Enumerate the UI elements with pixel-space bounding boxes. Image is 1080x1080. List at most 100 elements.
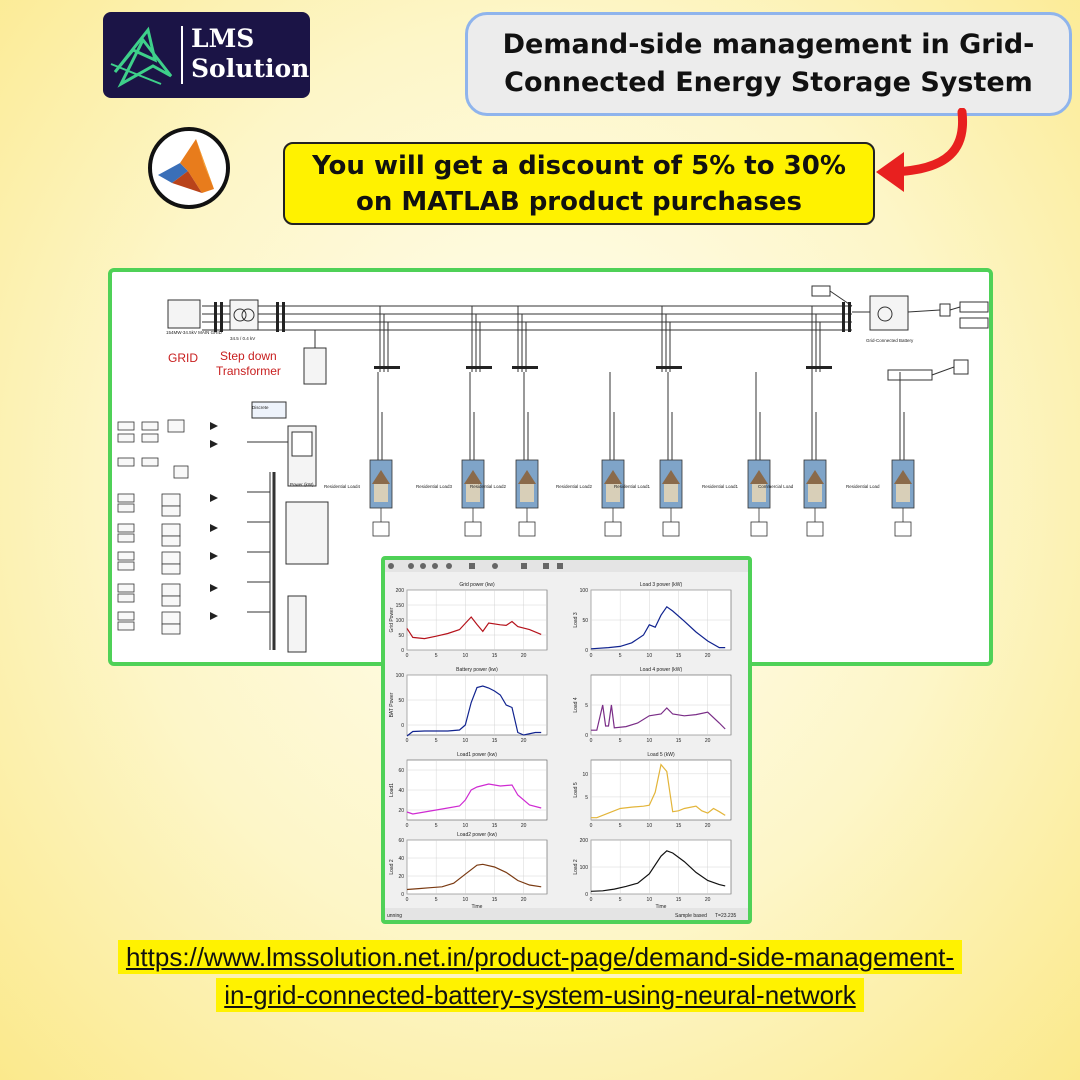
status-mid: Sample based <box>675 913 707 919</box>
x-tick-label: 0 <box>406 653 409 659</box>
matlab-logo-icon <box>148 127 230 209</box>
y-axis-label: Load 3 <box>573 612 579 628</box>
model-canvas: 154MW-34.5kV MAIN GRID 34.5 / 0.4 kV Gri… <box>117 285 989 653</box>
x-tick-label: 20 <box>705 653 711 659</box>
status-left: unning <box>387 913 402 919</box>
brand-logo: LMS Solution <box>103 12 310 98</box>
transformer-label-1: Step down <box>220 349 277 363</box>
discount-line-1: You will get a discount of 5% to 30% <box>312 150 846 181</box>
plot-title: Load 4 power (kW) <box>640 667 683 673</box>
load-label: Residential Load2 <box>556 484 593 489</box>
load-block: Residential Load1 <box>614 459 683 537</box>
load-block: Residential Load2 <box>556 459 625 537</box>
y-tick-label: 10 <box>582 772 588 778</box>
load-block: Residential Load4 <box>324 459 393 537</box>
x-tick-label: 5 <box>619 897 622 903</box>
y-tick-label: 100 <box>396 673 405 679</box>
title-line-2: Connected Energy Storage System <box>504 67 1033 98</box>
y-tick-label: 40 <box>398 788 404 794</box>
brand-line-2: Solution <box>191 54 310 83</box>
status-right: T=23.235 <box>715 913 736 919</box>
x-tick-label: 5 <box>435 823 438 829</box>
scope-toolbar <box>385 560 748 572</box>
product-link[interactable]: https://www.lmssolution.net.in/product-p… <box>0 938 1080 1014</box>
load-block: Residential Load3 <box>416 459 485 537</box>
load-block: Commercial Load <box>758 459 827 537</box>
y-axis-label: Load 2 <box>573 859 579 875</box>
series-line <box>406 685 542 737</box>
y-tick-label: 0 <box>401 892 404 898</box>
red-arrow-icon <box>876 108 968 192</box>
x-tick-label: 10 <box>647 897 653 903</box>
plot-title: Battery power (kw) <box>456 667 498 673</box>
y-tick-label: 100 <box>396 618 405 624</box>
y-tick-label: 0 <box>585 892 588 898</box>
x-tick-label: 15 <box>492 738 498 744</box>
series-line <box>590 850 726 892</box>
y-axis-label: Load 5 <box>573 782 579 798</box>
series-line <box>591 763 726 819</box>
transformer-rating-label: 34.5 / 0.4 kV <box>230 336 255 341</box>
x-tick-label: 10 <box>647 823 653 829</box>
battery-block-label: Grid-Connected Battery <box>866 338 914 343</box>
load-block: Residential Load <box>846 459 915 537</box>
x-tick-label: 20 <box>521 897 527 903</box>
x-tick-label: 20 <box>705 738 711 744</box>
y-axis-label: Grid Power <box>389 607 395 632</box>
plot-title: Load 3 power (kW) <box>640 582 683 588</box>
x-tick-label: 15 <box>676 897 682 903</box>
x-tick-label: 10 <box>463 738 469 744</box>
y-tick-label: 40 <box>398 856 404 862</box>
plot-area <box>406 839 548 895</box>
y-axis-label: Load 4 <box>573 697 579 713</box>
y-tick-label: 100 <box>580 588 589 594</box>
y-axis-label: Load 2 <box>389 859 395 875</box>
x-tick-label: 10 <box>463 897 469 903</box>
url-line-1[interactable]: https://www.lmssolution.net.in/product-p… <box>117 940 963 974</box>
y-tick-label: 0 <box>585 648 588 654</box>
x-tick-label: 0 <box>590 897 593 903</box>
transformer-label-2: Transformer <box>216 364 281 378</box>
discount-line-2: on MATLAB product purchases <box>356 186 802 217</box>
series-line <box>406 863 542 891</box>
x-tick-label: 10 <box>463 823 469 829</box>
y-tick-label: 60 <box>398 838 404 844</box>
plot-title: Load1 power (kw) <box>457 752 497 758</box>
logo-divider <box>181 26 183 84</box>
load-label: Residential Load2 <box>470 484 507 489</box>
url-line-2[interactable]: in-grid-connected-battery-system-using-n… <box>216 978 864 1012</box>
page-title: Demand-side management in Grid- Connecte… <box>465 12 1072 116</box>
x-tick-label: 20 <box>521 653 527 659</box>
y-tick-label: 5 <box>585 703 588 709</box>
load-block: Residential Load1 <box>702 459 771 537</box>
load-label: Residential Load4 <box>324 484 361 489</box>
x-tick-label: 5 <box>619 653 622 659</box>
y-tick-label: 200 <box>396 588 405 594</box>
plot-title: Load2 power (kw) <box>457 832 497 838</box>
x-tick-label: 15 <box>492 653 498 659</box>
x-tick-label: 0 <box>590 653 593 659</box>
x-tick-label: 5 <box>435 738 438 744</box>
x-tick-label: 5 <box>435 653 438 659</box>
brand-line-1: LMS <box>191 24 255 53</box>
brand-emblem-icon <box>110 26 173 88</box>
series-line <box>590 605 726 650</box>
x-tick-label: 0 <box>590 738 593 744</box>
y-tick-label: 50 <box>582 618 588 624</box>
plot-title: Load 5 (kW) <box>647 752 675 758</box>
scope-toolbar-icons <box>388 563 563 569</box>
discount-banner: You will get a discount of 5% to 30% on … <box>283 142 875 225</box>
x-tick-label: 15 <box>676 823 682 829</box>
x-tick-label: 15 <box>676 653 682 659</box>
load-label: Commercial Load <box>758 484 794 489</box>
load-label: Residential Load <box>846 484 880 489</box>
load-label: Residential Load1 <box>614 484 651 489</box>
brand-name: LMS Solution <box>191 24 309 84</box>
x-tick-label: 20 <box>521 738 527 744</box>
